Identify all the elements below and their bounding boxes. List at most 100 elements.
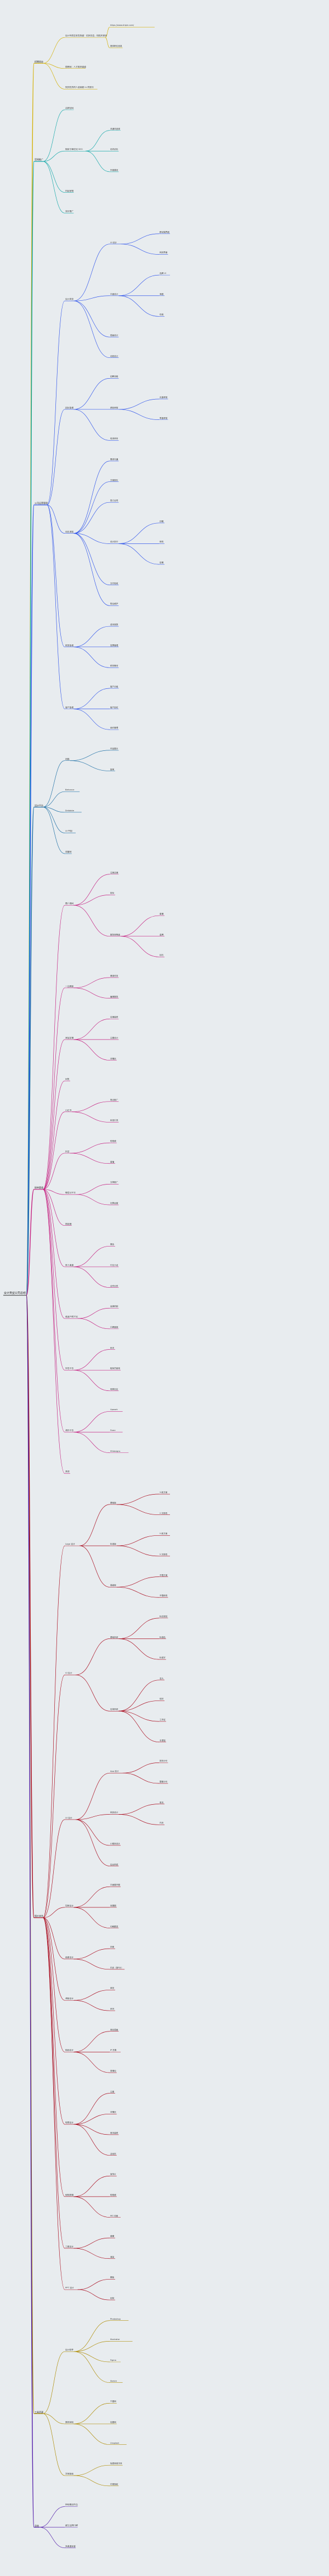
topic-node-depth-4[interactable]: 移动端界面 (160, 231, 169, 233)
topic-node-depth-2[interactable]: 画册设计 (65, 1956, 74, 1958)
topic-node-depth-3[interactable]: 平面展开图 (110, 1884, 120, 1887)
topic-node-depth-3[interactable]: 详情页 (110, 1057, 116, 1060)
topic-node-depth-1[interactable]: 公司运营管理 (35, 502, 48, 505)
topic-node-depth-3[interactable]: 免费商用字体 (110, 2462, 122, 2465)
topic-node-depth-3[interactable]: 印刷跟进 (110, 1925, 118, 1928)
topic-node-depth-2[interactable]: 素材网站 (65, 2421, 74, 2423)
topic-node-depth-4[interactable]: 标志规范 (160, 1615, 168, 1618)
topic-node-depth-3[interactable]: 关键词选择 (110, 127, 120, 130)
topic-node-depth-3[interactable]: 详情页 (110, 2111, 116, 2114)
topic-node-depth-3[interactable]: https://www.zhipin.com/ (110, 24, 134, 27)
topic-node-depth-3[interactable]: 续约管理 (110, 727, 118, 729)
topic-node-depth-2[interactable]: Dribbble (65, 809, 75, 812)
topic-node-depth-2[interactable]: 抖音 (65, 1150, 70, 1153)
topic-node-depth-1[interactable]: 招聘网站 (35, 60, 43, 63)
topic-node-depth-4[interactable]: 季度考核 (160, 417, 168, 419)
topic-node-depth-2[interactable]: 财务管理 (65, 644, 74, 647)
topic-node-depth-4[interactable]: 标准字 (160, 1657, 166, 1659)
topic-node-depth-4[interactable]: 月度考核 (160, 396, 168, 399)
topic-node-depth-4[interactable]: 手提袋 (160, 1739, 166, 1742)
topic-node-depth-3[interactable]: 建模 (110, 2235, 115, 2238)
topic-node-depth-3[interactable]: 发票管理 (110, 644, 118, 647)
topic-node-depth-3[interactable]: MG 动画 (110, 2214, 118, 2217)
topic-node-depth-3[interactable]: 单张 (110, 1987, 115, 1990)
topic-node-depth-3[interactable]: 模板 (110, 2276, 115, 2279)
topic-node-depth-2[interactable]: 持续输出作品 (65, 2504, 78, 2506)
topic-node-depth-4[interactable]: 钻石 (160, 954, 164, 957)
topic-node-depth-1[interactable]: 工具资源 (35, 2410, 43, 2414)
topic-node-depth-2[interactable]: 设计师类型发包频道：优质优会，找相关需求 (65, 35, 107, 37)
topic-node-depth-3[interactable]: 内页（按P计） (110, 1966, 123, 1969)
topic-node-depth-2[interactable]: 花瓣网 (65, 851, 72, 854)
topic-node-depth-2[interactable]: 淘宝店铺 (65, 1036, 74, 1039)
topic-node-depth-2[interactable]: 搜索引擎优化 SEO (65, 148, 83, 151)
topic-node-depth-3[interactable]: 文章推广 (110, 1181, 118, 1184)
topic-node-depth-3[interactable]: 千图网 (110, 2400, 116, 2403)
topic-node-depth-4[interactable]: 内页 (160, 1822, 164, 1825)
topic-node-depth-3[interactable]: 封面 (110, 1946, 115, 1949)
topic-node-depth-4[interactable]: 5 次修改 (160, 1553, 168, 1556)
topic-node-depth-3[interactable]: 作品展示 (110, 747, 118, 750)
topic-node-depth-3[interactable]: 网页设计 (110, 1811, 118, 1814)
topic-node-depth-4[interactable]: 网页界面 (160, 251, 168, 254)
topic-node-depth-3[interactable]: 社群运营 (110, 1202, 118, 1205)
topic-node-depth-2[interactable]: 海报设计 (65, 1997, 74, 2000)
topic-node-depth-2[interactable]: 一品威客 (65, 985, 74, 987)
topic-node-depth-3[interactable]: 笔记推广 (110, 1098, 118, 1101)
topic-node-depth-3[interactable]: Unsplash (110, 2442, 120, 2444)
topic-node-depth-2[interactable]: 视频剪辑 (65, 2193, 74, 2196)
topic-node-depth-3[interactable]: 招聘流程 (110, 375, 118, 378)
topic-node-depth-3[interactable]: 外链建设 (110, 169, 118, 171)
topic-node-depth-1[interactable]: 官网推广 (35, 158, 43, 161)
topic-node-depth-2[interactable]: 线下渠道 (65, 1264, 74, 1266)
topic-node-depth-3[interactable]: 主图设计 (110, 1036, 118, 1039)
topic-node-depth-2[interactable]: VI 设计 (65, 1672, 72, 1675)
topic-node-depth-3[interactable]: 插画设计 (110, 334, 118, 337)
topic-node-depth-1[interactable]: 设计平台 (35, 804, 43, 807)
topic-node-depth-3[interactable]: 方案报价 (110, 479, 118, 481)
topic-node-depth-4[interactable]: 2 次修改 (160, 1512, 168, 1514)
topic-node-depth-4[interactable]: 3 款方案 (160, 1491, 168, 1494)
topic-node-depth-2[interactable]: Logo 设计 (65, 1543, 75, 1546)
topic-node-depth-3[interactable]: Figma (110, 2359, 116, 2361)
topic-node-depth-4[interactable]: 名片 (160, 1677, 164, 1680)
topic-node-depth-2[interactable]: 三维设计 (65, 2245, 74, 2248)
topic-node-depth-3[interactable]: 注册店铺 (110, 871, 118, 874)
topic-node-depth-3[interactable]: 宣传片 (110, 2173, 116, 2176)
topic-node-depth-3[interactable]: 店铺装修 (110, 1016, 118, 1019)
root-topic[interactable]: 设计类型公司总结 (4, 1292, 26, 1295)
topic-node-depth-3[interactable]: 签订合同 (110, 500, 118, 502)
topic-node-depth-3[interactable]: Upwork (110, 1408, 118, 1411)
topic-node-depth-2[interactable]: 内容营销 (65, 189, 74, 192)
topic-node-depth-1[interactable]: 报价体系 (35, 1915, 43, 1918)
topic-node-depth-2[interactable]: 找到优秀的人选或者 hr 的账号 (65, 86, 94, 89)
topic-node-depth-3[interactable]: Illustrator (110, 2338, 120, 2341)
topic-node-depth-4[interactable]: 信封 (160, 1698, 164, 1701)
topic-node-depth-4[interactable]: 工作证 (160, 1719, 166, 1721)
topic-node-depth-3[interactable]: 程序员客栈 (110, 1367, 120, 1370)
topic-node-depth-2[interactable]: 设计类型 (65, 298, 74, 301)
topic-node-depth-4[interactable]: 按页计价 (160, 1760, 168, 1763)
topic-node-depth-4[interactable]: 普通 (160, 913, 164, 916)
topic-node-depth-3[interactable]: 首页装修 (110, 2131, 118, 2134)
topic-node-depth-3[interactable]: 悬赏任务 (110, 974, 118, 977)
topic-node-depth-3[interactable]: 口碑营销 (110, 1326, 118, 1328)
topic-node-depth-3[interactable]: 服务商等级 (110, 933, 120, 936)
topic-node-depth-2[interactable]: 海外平台 (65, 1429, 74, 1432)
topic-node-depth-3[interactable]: 高级版 (110, 1584, 116, 1587)
topic-node-depth-3[interactable]: 需求沟通 (110, 458, 118, 461)
topic-node-depth-3[interactable]: 主图 (110, 2090, 115, 2093)
topic-node-depth-2[interactable]: 包装设计 (65, 1904, 74, 1907)
topic-node-depth-3[interactable]: 基础系统 (110, 1636, 118, 1638)
topic-node-depth-3[interactable]: 短视频 (110, 1140, 116, 1143)
topic-node-depth-3[interactable]: 电鸭社区 (110, 1388, 118, 1390)
topic-node-depth-3[interactable]: 客户分级 (110, 685, 118, 688)
topic-node-depth-3[interactable]: 展会 (110, 1243, 115, 1246)
topic-node-depth-4[interactable]: 海报 (160, 293, 164, 295)
topic-node-depth-2[interactable]: 建立品牌口碑 (65, 2524, 78, 2527)
topic-node-depth-3[interactable]: 客户回访 (110, 706, 118, 709)
topic-node-depth-2[interactable]: 设计软件 (65, 2349, 74, 2351)
topic-node-depth-2[interactable]: 外包平台 (65, 1367, 74, 1370)
topic-node-depth-3[interactable]: Photoshop (110, 2317, 121, 2320)
topic-node-depth-2[interactable]: 站酷 (65, 757, 70, 760)
